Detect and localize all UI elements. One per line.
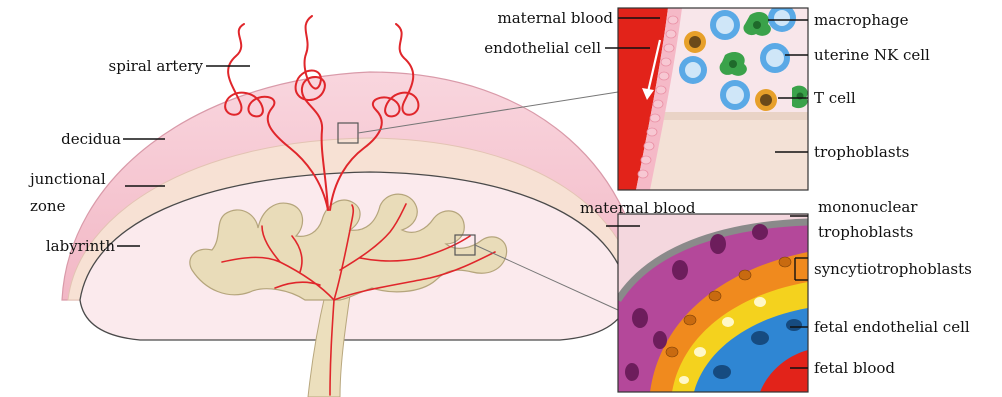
label-mononuclear-2: trophoblasts bbox=[818, 223, 913, 241]
label-maternal-blood-top: maternal blood bbox=[498, 9, 614, 27]
label-t-cell: T cell bbox=[814, 89, 856, 107]
label-fetal-endothelial-cell: fetal endothelial cell bbox=[814, 318, 970, 336]
label-decidua: decidua bbox=[61, 130, 121, 148]
inset-labyrinth bbox=[618, 214, 808, 392]
label-macrophage: macrophage bbox=[814, 11, 909, 29]
label-junctional-zone-2: zone bbox=[30, 197, 66, 215]
label-labyrinth: labyrinth bbox=[46, 237, 115, 255]
label-mononuclear-1: mononuclear bbox=[818, 198, 918, 216]
label-spiral-artery: spiral artery bbox=[109, 57, 204, 75]
label-uterine-nk-cell: uterine NK cell bbox=[814, 46, 930, 64]
label-fetal-blood: fetal blood bbox=[814, 359, 895, 377]
label-endothelial-cell: endothelial cell bbox=[484, 39, 601, 57]
label-junctional-zone-1: junctional bbox=[28, 170, 106, 188]
label-syncytiotrophoblasts: syncytiotrophoblasts bbox=[814, 260, 972, 278]
label-maternal-blood-bottom: maternal blood bbox=[580, 199, 696, 217]
inset-decidua bbox=[618, 4, 808, 190]
label-trophoblasts: trophoblasts bbox=[814, 143, 909, 161]
